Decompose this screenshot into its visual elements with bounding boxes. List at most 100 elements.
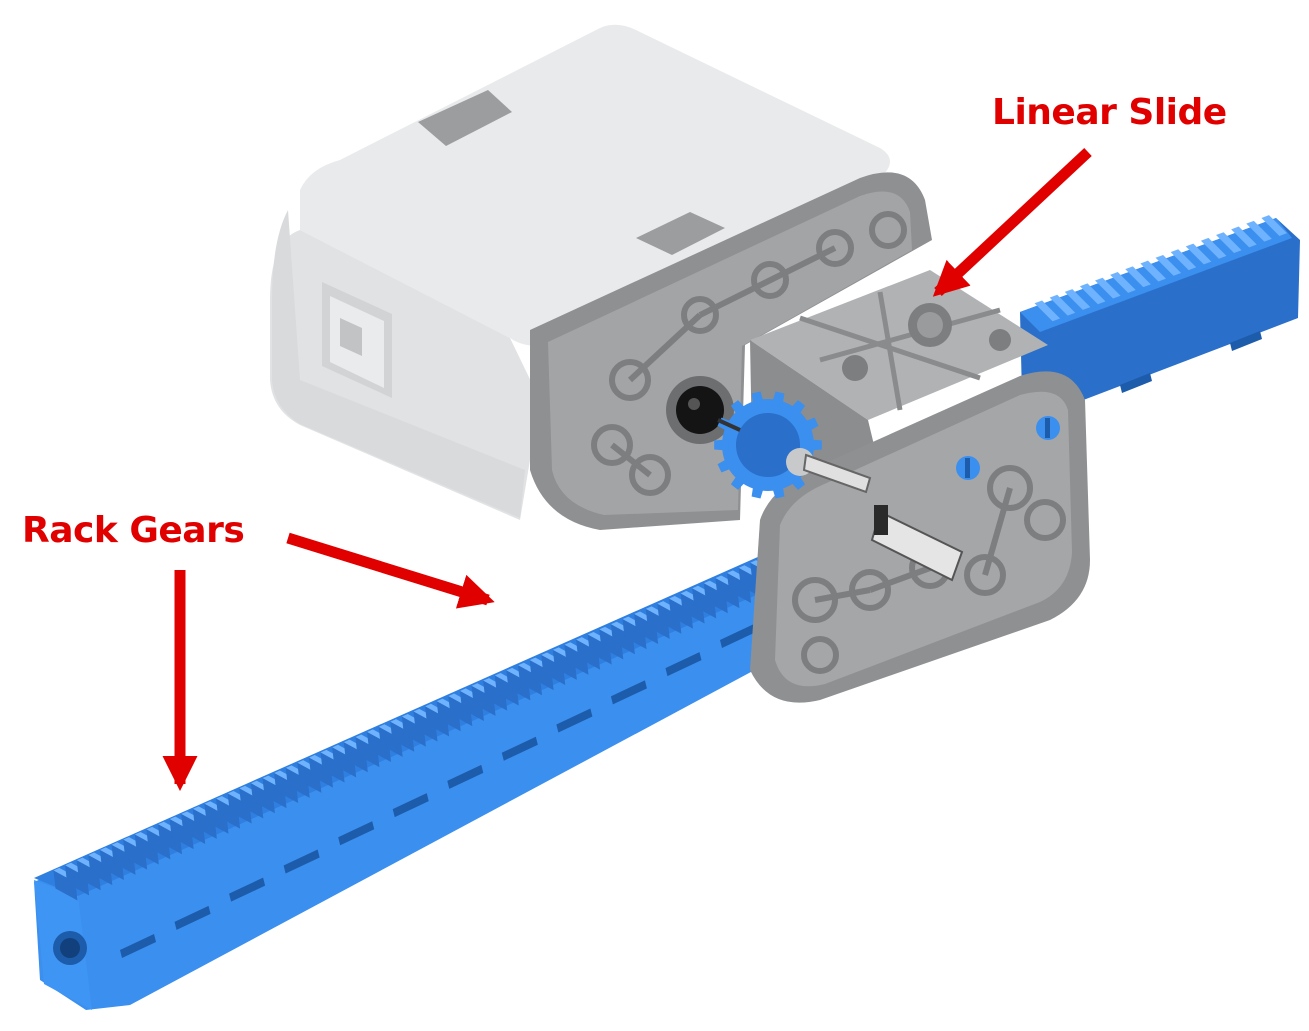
rack-slot: [1120, 373, 1152, 393]
pinion-tooth: [771, 391, 785, 408]
rack-slot: [174, 905, 211, 930]
rack-tooth-side: [692, 588, 717, 619]
pinion-tooth: [730, 400, 748, 418]
rack-tooth-side: [285, 767, 310, 798]
rack-tooth: [1110, 272, 1136, 293]
rack-tooth-side: [529, 660, 554, 691]
rack-tooth-side: [564, 644, 589, 675]
smart-motor: [270, 24, 932, 530]
motor-top-tab: [418, 90, 512, 146]
rack-tooth-side: [76, 860, 101, 891]
rack-tooth: [1216, 232, 1242, 254]
rack-tooth-side: [657, 603, 682, 634]
rack-tooth-side: [332, 747, 357, 778]
rack-tooth-side: [645, 608, 670, 639]
rack-tooth: [1125, 266, 1151, 288]
rack-tooth-side: [518, 665, 542, 696]
rack-tooth-side: [123, 839, 148, 870]
linear-slide-arrow: [932, 147, 1092, 297]
rack-tooth-side: [169, 819, 194, 850]
linear-slide: [750, 270, 1090, 703]
rack-tooth-side: [216, 798, 241, 829]
rack-slot: [338, 821, 375, 846]
rack-tooth-side: [158, 824, 182, 855]
rack-tooth: [1231, 226, 1257, 248]
rack-tooth-side: [378, 726, 403, 757]
rack-tooth-side: [552, 649, 577, 680]
pinion-tooth: [751, 482, 765, 499]
rack-tooth-side: [599, 629, 624, 660]
rack-tooth-side: [703, 583, 728, 614]
rack-slot: [1230, 331, 1262, 351]
rack-tooth-side: [506, 670, 531, 701]
motor-port: [322, 282, 392, 398]
pinion-tooth: [717, 457, 735, 473]
rack-slot: [501, 736, 538, 761]
rack-tooth-side: [413, 711, 438, 742]
rack-tooth-side: [436, 701, 461, 732]
rack-slot: [447, 764, 484, 789]
rack-tooth: [1170, 249, 1197, 271]
linear-slide-label: Linear Slide: [992, 92, 1227, 133]
rack-tooth-side: [250, 783, 275, 814]
rack-tooth: [1049, 294, 1076, 316]
rack-tooth-side: [320, 752, 345, 783]
rack-gear-near: [34, 555, 792, 1010]
rack-tooth-side: [483, 680, 508, 711]
rack-tooth-side: [88, 855, 113, 886]
rack-tooth-side: [541, 655, 566, 686]
rack-tooth-side: [587, 634, 612, 665]
rack-tooth: [1140, 260, 1166, 282]
rack-tooth-side: [204, 803, 229, 834]
rack-tooth-side: [297, 762, 322, 793]
rack-tooth-side: [181, 814, 206, 845]
rack-tooth: [1079, 283, 1106, 305]
rack-tooth: [1200, 237, 1227, 259]
rack-tooth-side: [367, 731, 392, 762]
rack-tooth-side: [425, 706, 450, 737]
pinion-tooth: [788, 472, 806, 490]
rack-tooth-side: [146, 829, 171, 860]
rack-tooth-side: [134, 834, 159, 865]
rack-tooth: [1261, 215, 1287, 236]
rack-tooth-side: [262, 778, 287, 809]
rack-tooth-side: [274, 773, 299, 804]
rack-tooth: [1155, 254, 1182, 276]
rack-tooth: [1064, 289, 1091, 310]
rack-tooth-side: [227, 793, 252, 824]
pinion-gear: [714, 391, 872, 499]
rack-slot: [610, 680, 647, 705]
rack-tooth: [1034, 300, 1061, 322]
rack-tooth-side: [494, 675, 519, 706]
rack-tooth-side: [65, 865, 90, 896]
rack-gears-label: Rack Gears: [22, 510, 245, 551]
rack-tooth-side: [727, 572, 752, 603]
rack-tooth-side: [680, 593, 705, 624]
rack-tooth-side: [99, 849, 124, 880]
rack-tooth-side: [622, 619, 647, 650]
rack-gears-arrow-right: [286, 532, 495, 609]
rack-slot: [283, 849, 320, 874]
pinion-tooth: [801, 417, 819, 433]
pinion-tooth: [788, 400, 806, 418]
pinion-tooth: [807, 439, 822, 451]
rack-tooth-side: [401, 716, 426, 747]
rack-tooth-side: [308, 757, 333, 788]
rack-slot: [392, 793, 429, 818]
rack-tooth: [1185, 243, 1212, 265]
rack-gear-far: [1020, 215, 1300, 412]
pinion-tooth: [714, 439, 729, 451]
rack-tooth-side: [355, 737, 380, 768]
slide-plate-holes: [792, 465, 1066, 674]
rack-slot: [720, 624, 756, 648]
rack-tooth: [1095, 277, 1121, 299]
rack-tooth-side: [390, 721, 415, 752]
rack-tooth: [1246, 220, 1272, 242]
rack-slot: [665, 652, 702, 677]
rack-tooth-side: [576, 639, 601, 670]
rack-slot: [120, 934, 156, 958]
rack-tooth-side: [239, 788, 264, 819]
rack-tooth-side: [53, 870, 78, 901]
rack-tooth-side: [343, 742, 368, 773]
